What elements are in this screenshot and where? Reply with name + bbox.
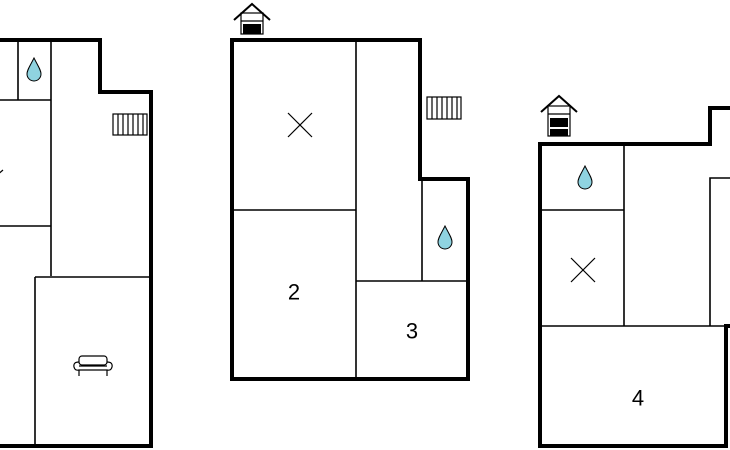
house-entrance-icon [233, 2, 271, 35]
floor-plan-right: 4 [538, 94, 730, 448]
bed-cross-icon-partial [0, 169, 4, 174]
room-number-4: 4 [632, 386, 644, 411]
bed-cross-icon [570, 257, 596, 283]
room-number-2: 2 [288, 280, 300, 305]
water-drop-icon [577, 164, 593, 190]
water-drop-icon [437, 224, 453, 250]
outer-wall-right [538, 106, 730, 448]
floor-plan-left [0, 38, 153, 448]
stairs-icon [426, 96, 462, 120]
sofa-icon [73, 355, 113, 376]
outer-wall-middle [230, 38, 470, 381]
stairs-icon [112, 113, 148, 136]
house-entrance-icon [540, 94, 578, 137]
inner-wall [709, 177, 730, 326]
room-number-3: 3 [406, 319, 418, 344]
floor-plan-middle: 2 3 [230, 2, 470, 381]
outer-wall-left [0, 38, 153, 448]
water-drop-icon [26, 56, 42, 82]
bed-cross-icon [287, 112, 313, 138]
